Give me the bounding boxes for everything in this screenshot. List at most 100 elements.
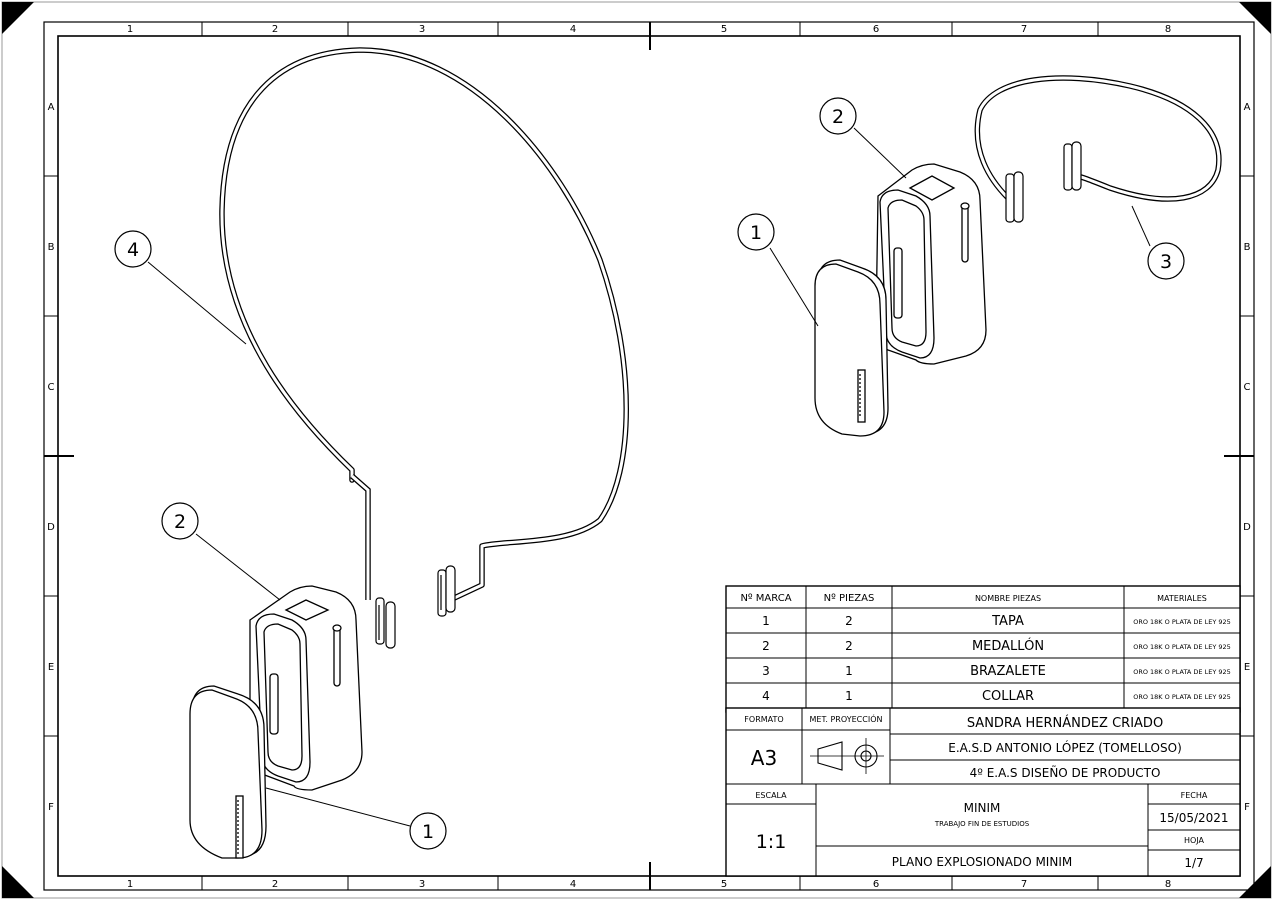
bracelet-lid bbox=[814, 259, 889, 437]
bom-header-qty: Nº PIEZAS bbox=[824, 593, 875, 604]
scale-label: ESCALA bbox=[755, 791, 787, 800]
col-label-bottom: 6 bbox=[873, 879, 879, 890]
sheet-value: 1/7 bbox=[1184, 856, 1203, 870]
bom-header-mark: Nº MARCA bbox=[740, 593, 791, 604]
school-name: E.A.S.D ANTONIO LÓPEZ (TOMELLOSO) bbox=[948, 740, 1182, 755]
balloon-2-collar: 2 bbox=[174, 511, 186, 533]
col-label-top: 1 bbox=[127, 24, 133, 35]
bom-cell-material: ORO 18K O PLATA DE LEY 925 bbox=[1133, 643, 1231, 651]
row-label-right: A bbox=[1244, 102, 1251, 113]
balloons: 4 2 1 2 1 3 bbox=[114, 97, 1185, 850]
collar-clasp-left bbox=[375, 597, 396, 649]
bom-cell-mark: 3 bbox=[762, 664, 770, 678]
col-label-top: 3 bbox=[419, 24, 425, 35]
bom-cell-material: ORO 18K O PLATA DE LEY 925 bbox=[1133, 668, 1231, 676]
collar-clasp-right bbox=[437, 565, 456, 617]
format-value: A3 bbox=[751, 746, 777, 770]
bom-cell-qty: 1 bbox=[845, 664, 853, 678]
col-label-top: 6 bbox=[873, 24, 879, 35]
collar-lid bbox=[189, 685, 267, 859]
balloon-circle bbox=[819, 97, 857, 135]
date-value: 15/05/2021 bbox=[1159, 811, 1228, 825]
projection-label: MET. PROYECCIÓN bbox=[810, 713, 883, 724]
leader-1-collar bbox=[265, 787, 411, 827]
balloon-1-bracelet: 1 bbox=[750, 222, 762, 244]
balloon-circle bbox=[737, 213, 775, 251]
col-label-bottom: 3 bbox=[419, 879, 425, 890]
sheet-label: HOJA bbox=[1184, 836, 1205, 845]
zone-labels: 1 2 3 4 5 6 7 8 1 2 3 4 5 6 7 8 A B C D … bbox=[47, 24, 1251, 890]
leader-3 bbox=[1131, 205, 1151, 247]
bom-cell-qty: 2 bbox=[845, 614, 853, 628]
row-label-right: E bbox=[1244, 662, 1250, 673]
collar-chain-inner bbox=[220, 48, 628, 602]
scale-value: 1:1 bbox=[756, 831, 787, 853]
row-label-left: D bbox=[47, 522, 55, 533]
bom-cell-mark: 1 bbox=[762, 614, 770, 628]
author-name: SANDRA HERNÁNDEZ CRIADO bbox=[967, 715, 1163, 731]
bom-cell-name: COLLAR bbox=[982, 689, 1034, 704]
row-label-right: F bbox=[1244, 802, 1250, 813]
column-dividers bbox=[201, 22, 1099, 890]
bracelet-clasp-right bbox=[1063, 141, 1082, 191]
col-label-top: 2 bbox=[272, 24, 278, 35]
bracelet-medallion bbox=[875, 163, 987, 365]
row-dividers bbox=[44, 175, 1254, 737]
project-subtitle: TRABAJO FIN DE ESTUDIOS bbox=[934, 820, 1030, 828]
balloon-4: 4 bbox=[127, 239, 139, 261]
collar-chain bbox=[219, 47, 629, 603]
col-label-bottom: 4 bbox=[570, 879, 576, 890]
collar-chain-drop bbox=[350, 473, 371, 600]
leader-2-bracelet bbox=[853, 127, 907, 179]
col-label-bottom: 2 bbox=[272, 879, 278, 890]
collar-medallion bbox=[249, 585, 363, 791]
bracelet-chain-inner bbox=[975, 76, 1221, 201]
drawing-title: PLANO EXPLOSIONADO MINIM bbox=[892, 855, 1072, 869]
collar-chain-drop-inner bbox=[351, 474, 370, 600]
corner-mark-br bbox=[1239, 866, 1271, 898]
bom-table: Nº MARCA Nº PIEZAS NOMBRE PIEZAS MATERIA… bbox=[725, 585, 1241, 713]
bom-cell-name: MEDALLÓN bbox=[972, 638, 1044, 654]
row-label-right: B bbox=[1244, 242, 1251, 253]
col-label-top: 5 bbox=[721, 24, 727, 35]
bom-header-material: MATERIALES bbox=[1157, 594, 1207, 603]
bom-cell-material: ORO 18K O PLATA DE LEY 925 bbox=[1133, 693, 1231, 701]
date-label: FECHA bbox=[1181, 791, 1208, 800]
collar-exploded-view bbox=[147, 47, 629, 859]
format-label: FORMATO bbox=[744, 715, 783, 724]
bom-cell-qty: 2 bbox=[845, 639, 853, 653]
row-label-left: A bbox=[48, 102, 55, 113]
bom-header-name: NOMBRE PIEZAS bbox=[975, 594, 1041, 603]
bom-cell-mark: 4 bbox=[762, 689, 770, 703]
leader-1-bracelet bbox=[769, 247, 819, 327]
col-label-top: 8 bbox=[1165, 24, 1171, 35]
bom-cell-qty: 1 bbox=[845, 689, 853, 703]
col-label-bottom: 7 bbox=[1021, 879, 1027, 890]
balloon-1-collar: 1 bbox=[422, 821, 434, 843]
leader-2-collar bbox=[195, 533, 281, 601]
balloon-circle bbox=[114, 230, 152, 268]
row-label-left: C bbox=[48, 382, 55, 393]
col-label-bottom: 8 bbox=[1165, 879, 1171, 890]
col-label-bottom: 5 bbox=[721, 879, 727, 890]
title-block: FORMATO A3 MET. PROYECCIÓN SANDRA HERNÁN… bbox=[725, 707, 1241, 877]
bracelet-clasp-left bbox=[1005, 171, 1024, 223]
col-label-bottom: 1 bbox=[127, 879, 133, 890]
balloon-3: 3 bbox=[1160, 251, 1172, 273]
bracelet-exploded-view bbox=[769, 75, 1222, 437]
row-label-right: C bbox=[1244, 382, 1251, 393]
row-label-left: F bbox=[48, 802, 54, 813]
row-label-left: E bbox=[48, 662, 54, 673]
project-title: MINIM bbox=[964, 801, 1001, 815]
first-angle-projection-symbol bbox=[810, 738, 884, 774]
row-label-right: D bbox=[1243, 522, 1251, 533]
course-name: 4º E.A.S DISEÑO DE PRODUCTO bbox=[970, 765, 1161, 780]
balloon-circle bbox=[161, 502, 199, 540]
col-label-top: 4 bbox=[570, 24, 576, 35]
corner-mark-bl bbox=[2, 866, 34, 898]
bom-cell-name: TAPA bbox=[991, 614, 1024, 629]
bom-cell-mark: 2 bbox=[762, 639, 770, 653]
bom-cell-name: BRAZALETE bbox=[970, 664, 1046, 679]
